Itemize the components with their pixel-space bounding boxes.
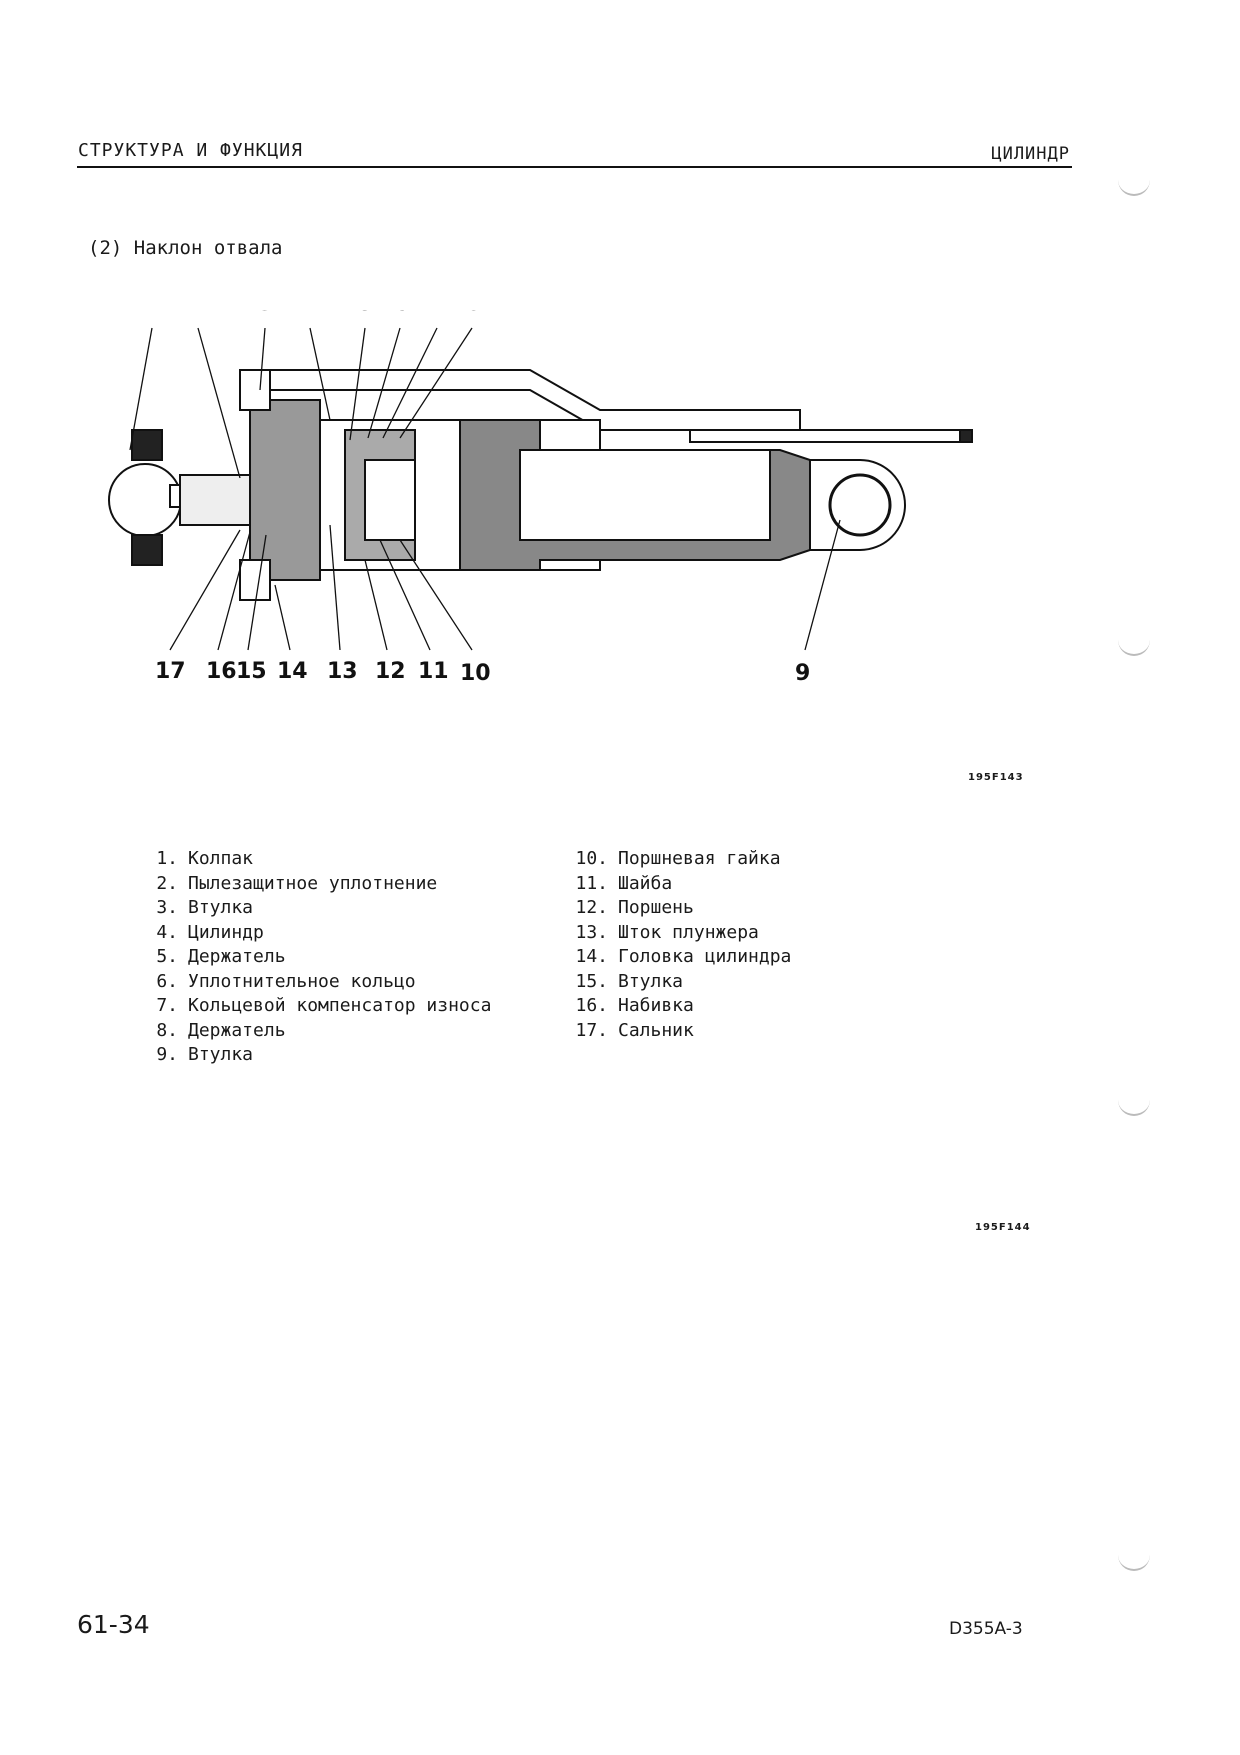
callout-5: 5 [358,310,373,316]
legend-item: 7. Кольцевой компенсатор износа [128,994,491,1019]
callout-8: 8 [466,310,481,316]
legend-number: 9. [156,1044,178,1065]
callout-13: 13 [327,659,358,684]
callout-7: 7 [430,310,445,316]
legend-label: Втулка [618,970,684,992]
legend-number: 12. [575,897,608,918]
legend-item: 12. Поршень [558,896,791,921]
callout-6: 6 [394,310,409,316]
legend-number: 8. [156,1019,178,1041]
legend-item: 6. Уплотнительное кольцо [128,970,491,995]
legend-number: 6. [156,970,178,992]
legend-label: Поршень [618,897,694,918]
callout-16: 16 [206,659,237,684]
legend-number: 1. [156,848,178,869]
binder-hole-mark [1118,640,1150,656]
callout-11: 11 [418,659,449,684]
figure-code-2: 195F144 [975,1222,1031,1233]
legend-label: Шайба [618,872,673,894]
callout-9: 9 [795,661,810,686]
legend-item: 9. Втулка [128,1043,491,1068]
legend-item: 3. Втулка [128,896,491,921]
legend-number: 14. [575,946,608,967]
figure-code-1: 195F143 [968,772,1024,783]
legend-item: 5. Держатель [128,945,491,970]
page-number: 61-34 [77,1610,150,1639]
legend-number: 11. [575,872,608,894]
subsection-title: (2) Наклон отвала [88,237,283,259]
binder-hole-mark [1118,1100,1150,1116]
callout-1: 1 [145,310,160,316]
legend-number: 16. [575,995,608,1016]
legend-label: Держатель [188,946,286,967]
legend-item: 13. Шток плунжера [558,921,791,946]
legend-label: Держатель [188,1019,286,1041]
legend-item: 4. Цилиндр [128,921,491,946]
callout-15: 15 [236,659,267,684]
binder-hole-mark [1118,1555,1150,1571]
legend-item: 1. Колпак [128,847,491,872]
cylinder-cross-section-drawing: 1 2 3 4 5 6 7 8 17 16 15 14 13 12 11 10 … [108,310,973,686]
legend-label: Шток плунжера [618,921,759,943]
callout-17: 17 [155,659,186,684]
legend-label: Втулка [188,897,254,918]
header-chapter: ЦИЛИНДР [991,144,1070,164]
legend-number: 13. [575,921,608,943]
legend-number: 4. [156,921,178,943]
legend-number: 7. [156,995,178,1016]
legend-number: 2. [156,872,178,894]
legend-label: Втулка [188,1044,254,1065]
legend-label: Сальник [618,1019,694,1041]
legend-number: 3. [156,897,178,918]
legend-item: 17. Сальник [558,1019,791,1044]
callout-3: 3 [258,310,273,316]
legend-left-column: 1. Колпак 2. Пылезащитное уплотнение 3. Вту… [128,847,491,1068]
callout-4: 4 [302,310,317,316]
legend-item: 2. Пылезащитное уплотнение [128,872,491,897]
legend-label: Цилиндр [188,921,264,943]
legend-label: Пылезащитное уплотнение [188,872,438,894]
callout-12: 12 [375,659,406,684]
callout-10: 10 [460,661,491,686]
legend-number: 5. [156,946,178,967]
legend-item: 10. Поршневая гайка [558,847,791,872]
legend-item: 15. Втулка [558,970,791,995]
legend-number: 15. [575,970,608,992]
legend-label: Набивка [618,995,694,1016]
legend-number: 17. [575,1019,608,1041]
header-rule [77,166,1072,168]
legend-number: 10. [575,848,608,869]
legend-label: Колпак [188,848,254,869]
legend-item: 11. Шайба [558,872,791,897]
binder-hole-mark [1118,180,1150,196]
callout-2: 2 [190,310,205,316]
model-code: D355A-3 [949,1619,1023,1639]
legend-label: Головка цилиндра [618,946,792,967]
legend-right-column: 10. Поршневая гайка 11. Шайба 12. Поршень 1… [558,847,791,1043]
legend-label: Поршневая гайка [618,848,781,869]
callout-14: 14 [277,659,308,684]
header-section-title: СТРУКТУРА И ФУНКЦИЯ [78,140,303,161]
legend-label: Уплотнительное кольцо [188,970,416,992]
legend-item: 8. Держатель [128,1019,491,1044]
legend-item: 16. Набивка [558,994,791,1019]
legend-item: 14. Головка цилиндра [558,945,791,970]
legend-label: Кольцевой компенсатор износа [188,995,492,1016]
